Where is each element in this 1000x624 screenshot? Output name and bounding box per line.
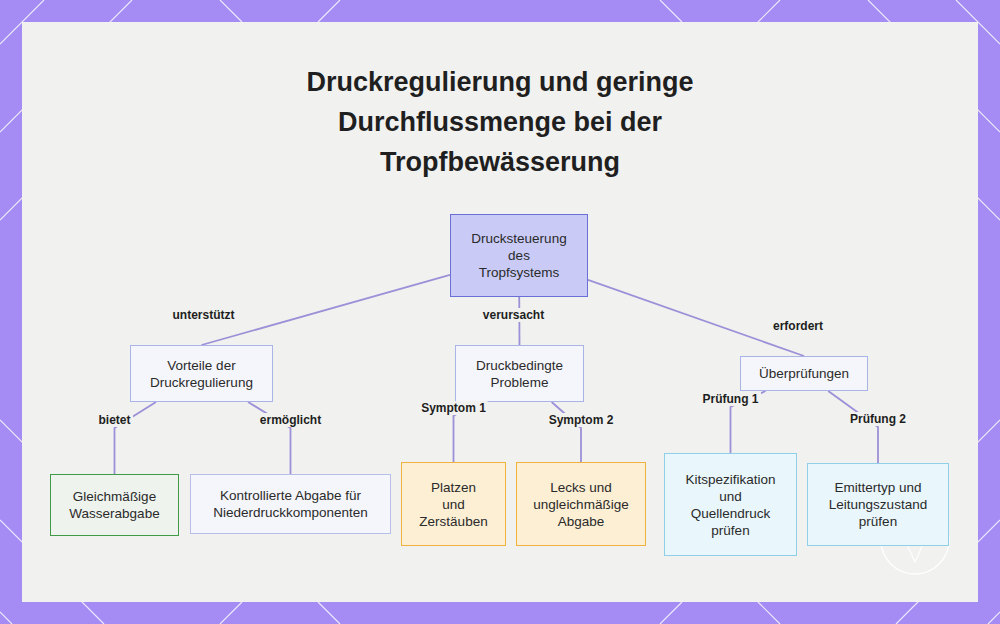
edge-label: bietet: [96, 413, 132, 427]
node-label: Überprüfungen: [759, 365, 849, 382]
node-label: Kontrollierte Abgabe für Niederdruckkomp…: [205, 487, 376, 521]
connector-line: [828, 391, 878, 463]
category-box: Druckbedingte Probleme: [455, 345, 584, 402]
check-box: Emittertyp und Leitungszustand prüfen: [807, 463, 949, 546]
node-text-group: Überprüfungen: [759, 365, 849, 382]
category-box: Vorteile der Druckregulierung: [130, 345, 273, 402]
node-text-group: Platzen und Zerstäuben: [419, 479, 487, 530]
node-text-group: Lecks und ungleichmäßige Abgabe: [529, 479, 633, 530]
edge-label: Prüfung 1: [701, 392, 761, 406]
node-label: Drucksteuerung des Tropfsystems: [467, 230, 571, 281]
edge-label: Symptom 2: [547, 413, 616, 427]
node-text-group: Emittertyp und Leitungszustand prüfen: [820, 479, 936, 530]
node-text-group: Kontrollierte Abgabe für Niederdruckkomp…: [205, 487, 376, 521]
node-label: Lecks und ungleichmäßige Abgabe: [529, 479, 633, 530]
edge-label: Prüfung 2: [848, 412, 908, 426]
connector-line: [202, 275, 451, 345]
node-label: Gleichmäßige Wasserabgabe: [59, 488, 170, 522]
edge-label: Symptom 1: [419, 401, 488, 415]
root-box: Drucksteuerung des Tropfsystems: [450, 214, 588, 297]
edge-label: ermöglicht: [258, 413, 323, 427]
edge-label: verursacht: [481, 308, 546, 322]
node-text-group: Gleichmäßige Wasserabgabe: [59, 488, 170, 522]
edge-label: unterstützt: [171, 308, 237, 322]
node-text-group: Druckbedingte Probleme: [466, 357, 573, 391]
category-box: Überprüfungen: [740, 356, 868, 391]
node-label: Druckbedingte Probleme: [466, 357, 573, 391]
node-label: Emittertyp und Leitungszustand prüfen: [820, 479, 936, 530]
symptom-box: Lecks und ungleichmäßige Abgabe: [516, 462, 646, 546]
node-text-group: Kitspezifikation und Quellendruck prüfen: [683, 471, 778, 539]
benefit-box: Gleichmäßige Wasserabgabe: [50, 474, 179, 536]
connector-line: [588, 280, 804, 356]
benefit-box: Kontrollierte Abgabe für Niederdruckkomp…: [190, 474, 391, 534]
node-label: Kitspezifikation und Quellendruck prüfen: [683, 471, 778, 539]
node-label: Vorteile der Druckregulierung: [143, 357, 260, 391]
connector-line: [552, 402, 581, 462]
node-label: Platzen und Zerstäuben: [419, 479, 487, 530]
node-text-group: Drucksteuerung des Tropfsystems: [467, 230, 571, 281]
node-text-group: Vorteile der Druckregulierung: [143, 357, 260, 391]
symptom-box: Platzen und Zerstäuben: [401, 462, 506, 546]
diagram-title: Druckregulierung und geringe Durchflussm…: [260, 62, 740, 182]
edge-label: erfordert: [771, 319, 825, 333]
check-box: Kitspezifikation und Quellendruck prüfen: [664, 453, 797, 556]
